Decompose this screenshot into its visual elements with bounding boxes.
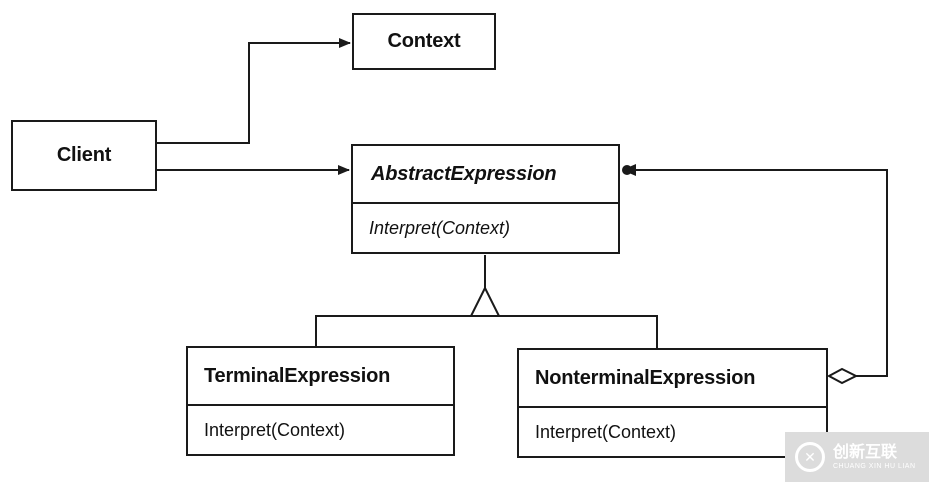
watermark-logo-icon: ✕ (795, 442, 825, 472)
client-to-context-association (157, 38, 351, 144)
terminalexpression-class-box: TerminalExpression Interpret(Context) (186, 346, 455, 456)
context-class-box: Context (352, 13, 496, 70)
nonterminalexpression-operation: Interpret(Context) (519, 406, 826, 456)
watermark: ✕ 创新互联 CHUANG XIN HU LIAN (785, 432, 929, 482)
client-class-box: Client (11, 120, 157, 191)
client-class-name: Client (56, 144, 112, 166)
nonterminalexpression-class-box: NonterminalExpression Interpret(Context) (517, 348, 828, 458)
terminalexpression-operation: Interpret(Context) (188, 404, 453, 454)
multiplicity-dot (622, 165, 632, 175)
aggregation-diamond (826, 367, 859, 385)
terminalexpression-class-name: TerminalExpression (204, 364, 391, 387)
watermark-main-text: 创新互联 (833, 443, 898, 461)
abstractexpression-class-box: AbstractExpression Interpret(Context) (351, 144, 620, 254)
nonterminalexpression-class-name: NonterminalExpression (535, 366, 756, 389)
inheritance-branches (315, 315, 658, 348)
context-class-name: Context (387, 30, 461, 52)
abstractexpression-operation: Interpret(Context) (353, 202, 618, 252)
watermark-text: 创新互联 CHUANG XIN HU LIAN (833, 444, 916, 471)
abstractexpression-class-name: AbstractExpression (371, 162, 557, 185)
inheritance-triangle (469, 285, 501, 317)
aggregation-line (634, 169, 888, 377)
watermark-sub-text: CHUANG XIN HU LIAN (833, 462, 916, 470)
